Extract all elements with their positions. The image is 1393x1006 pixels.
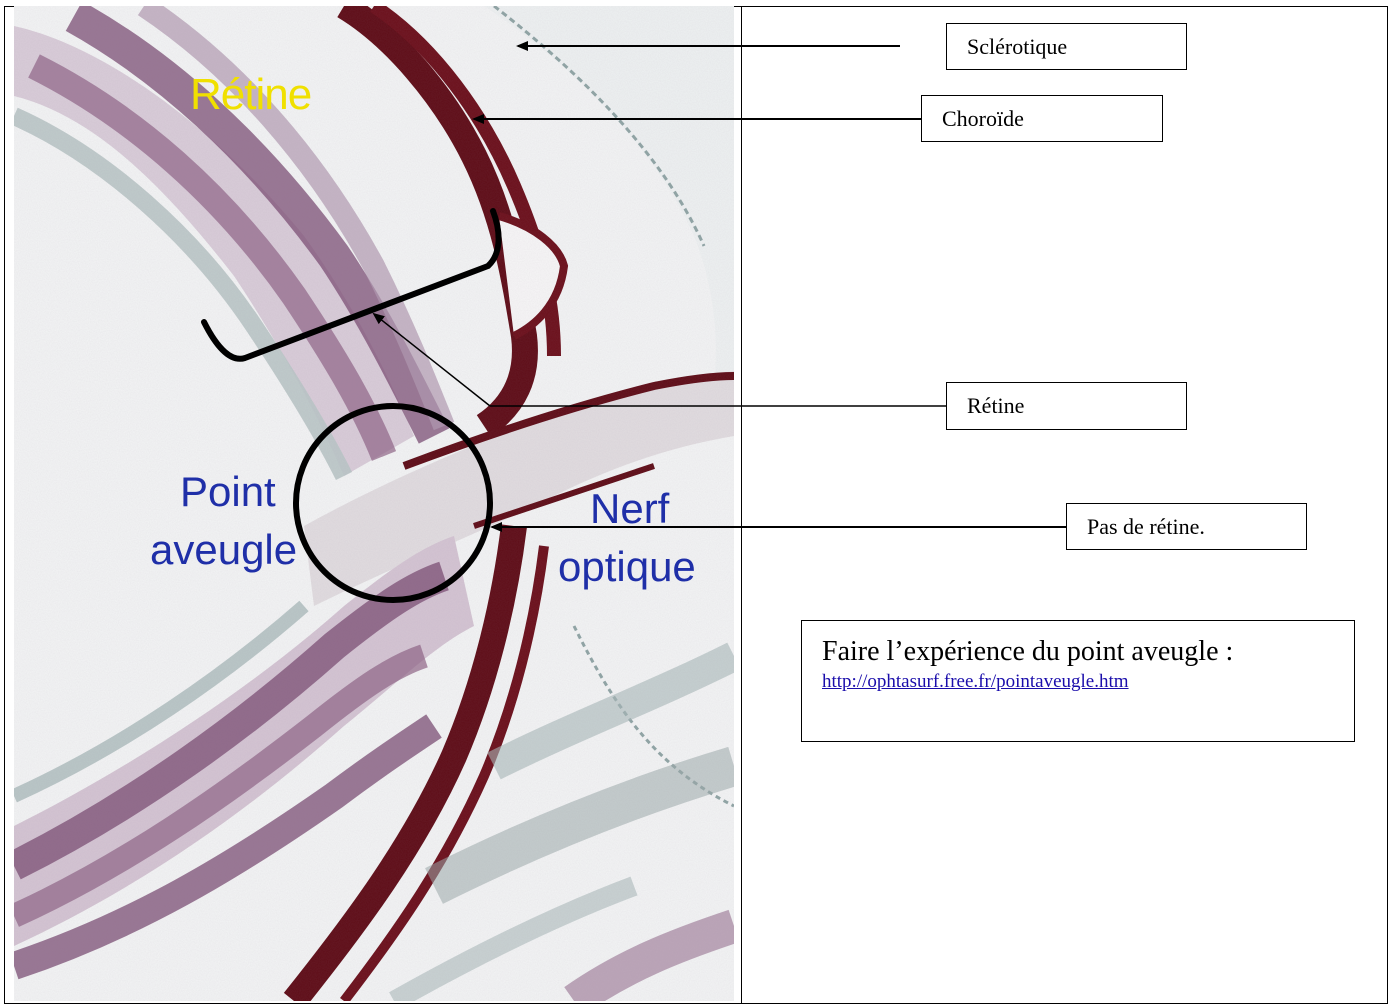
image-label-retine: Rétine [190,70,311,120]
callout-retine-text: Rétine [967,393,1024,419]
callout-pas-de-retine: Pas de rétine. [1066,503,1307,550]
callout-choroide-text: Choroïde [942,106,1024,132]
callout-sclerotique-text: Sclérotique [967,34,1067,60]
blind-spot-circle [296,406,490,600]
image-label-point: Point [180,468,276,516]
blind-spot-experiment-box: Faire l’expérience du point aveugle : ht… [801,620,1355,742]
image-label-nerf: Nerf [590,485,669,533]
callout-choroide: Choroïde [921,95,1163,142]
image-label-aveugle: aveugle [150,526,297,574]
experiment-title: Faire l’expérience du point aveugle : [822,635,1354,669]
callout-retine: Rétine [946,382,1187,430]
image-label-optique: optique [558,543,696,591]
callout-sclerotique: Sclérotique [946,23,1187,70]
callout-pas-de-retine-text: Pas de rétine. [1087,514,1205,540]
retina-thickness-bracket [204,211,499,359]
experiment-link[interactable]: http://ophtasurf.free.fr/pointaveugle.ht… [822,671,1129,693]
retine-arrow [374,314,490,406]
